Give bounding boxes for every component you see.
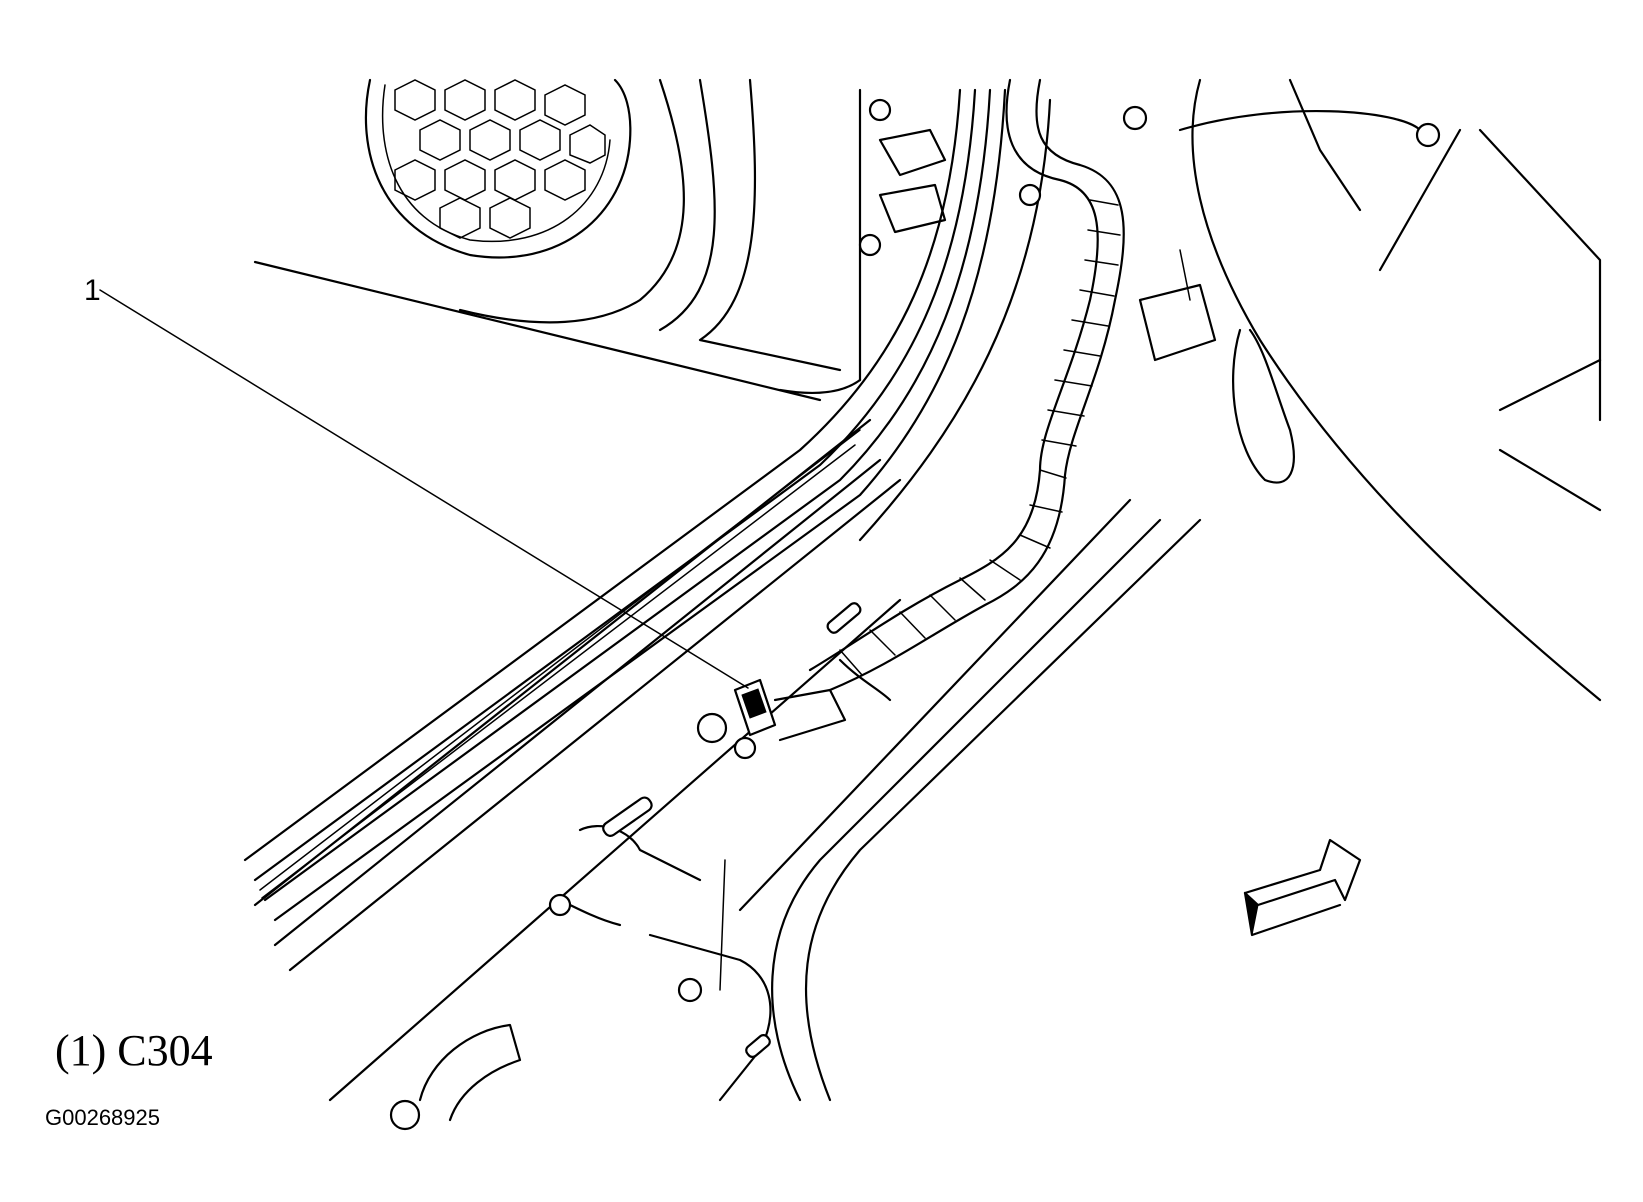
door-hinge xyxy=(858,98,947,257)
wiring-harness xyxy=(808,78,1125,702)
c304-connector xyxy=(696,678,847,760)
connector-legend: (1) C304 xyxy=(55,1026,213,1075)
forward-arrow-icon xyxy=(1243,838,1362,937)
seat-base xyxy=(1018,78,1602,702)
callout-1: 1 xyxy=(84,274,749,689)
speaker-hex-pattern xyxy=(394,79,606,239)
door-panel xyxy=(253,78,862,402)
figure-id: G00268925 xyxy=(45,1105,160,1130)
speaker-grille xyxy=(364,78,632,259)
rear-trim-piece xyxy=(389,602,862,1131)
floor-pan xyxy=(738,98,1202,1102)
door-sill-plate xyxy=(243,88,1007,1102)
callout-number: 1 xyxy=(84,274,101,307)
